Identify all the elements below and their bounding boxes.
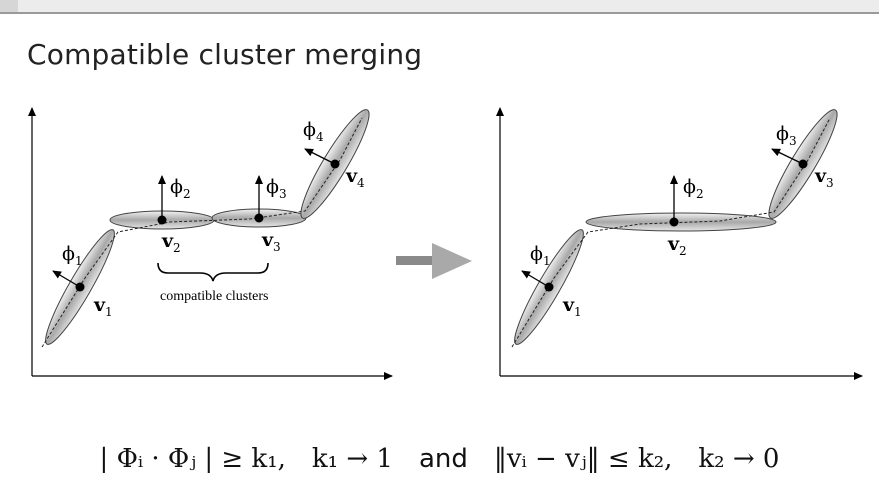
right-v-3: v3 [814,165,834,190]
left-phi-1: ϕ1 [62,243,83,268]
left-phi-4: ϕ4 [303,119,324,144]
left-point-v4 [331,160,340,169]
formula-distance-criterion: ‖vᵢ − vⱼ‖ ≤ k₂, [494,444,673,474]
left-v-3: v3 [261,229,281,254]
left-v-4: v4 [345,165,365,190]
formula-and: and [419,444,468,474]
left-phi-3: ϕ3 [266,176,287,201]
left-point-v1 [76,283,85,292]
left-curve [42,118,362,347]
right-v-2: v2 [667,233,687,258]
right-point-v2 [670,218,679,227]
right-phi-2: ϕ2 [683,176,704,201]
right-v-1: v1 [562,294,582,319]
right-phi-1: ϕ1 [530,243,551,268]
left-clusters [37,104,377,350]
compatible-clusters-caption: compatible clusters [160,289,268,304]
right-point-v3 [799,160,808,169]
left-point-v3 [255,214,264,223]
right-point-v1 [545,283,554,292]
formula-orientation-limit: k₁ → 1 [312,444,393,474]
left-phi-2: ϕ2 [170,176,191,201]
left-v-1: v1 [93,294,113,319]
left-point-v2 [158,216,167,225]
formula-distance-limit: k₂ → 0 [698,444,779,474]
right-phi-3: ϕ3 [776,123,797,148]
left-v-2: v2 [161,230,181,255]
merging-criterion-formula: | Φᵢ · Φⱼ | ≥ k₁, k₁ → 1 and ‖vᵢ − vⱼ‖ ≤ k₂… [0,444,879,474]
formula-orientation-criterion: | Φᵢ · Φⱼ | ≥ k₁, [100,444,286,474]
compatible-brace [158,263,268,281]
transition-arrow [396,243,472,279]
